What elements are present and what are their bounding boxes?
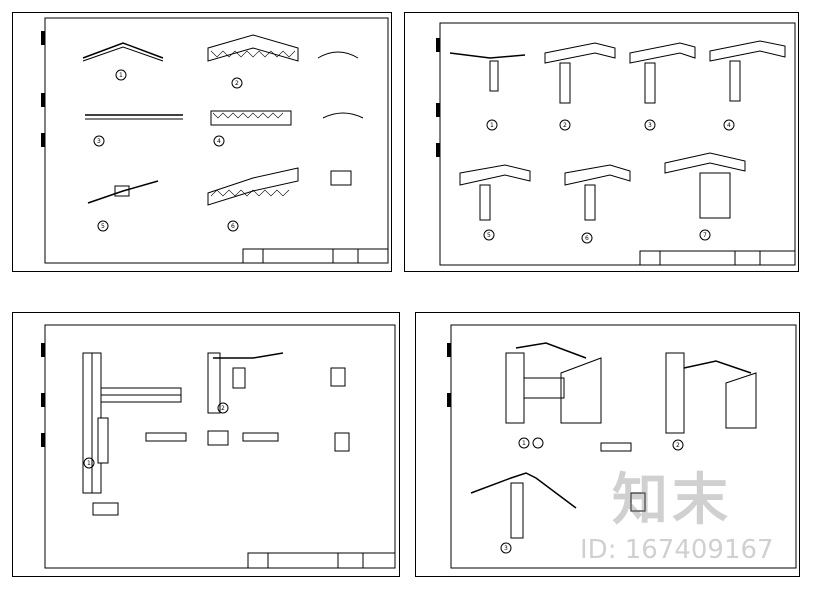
drawing-sheet-4: 1 2 3 [415,312,800,577]
sheet-4-drawing: 1 2 3 [447,324,797,569]
sheet-3-drawing: 1 2 [41,324,396,569]
drawing-sheet-2: 1 2 3 4 5 6 7 [404,12,799,272]
sheet-4-label-3: 3 [504,545,508,552]
sheet-1-label-2: 2 [235,80,239,87]
sheet-3-label-1: 1 [87,460,91,467]
sheet-2-label-1: 1 [490,122,494,129]
sheet-2-label-4: 4 [727,122,731,129]
sheet-2-label-7: 7 [703,232,707,239]
sheet-4-label-1: 1 [522,440,526,447]
sheet-2-label-5: 5 [487,232,491,239]
sheet-1-label-3: 3 [97,138,101,145]
sheet-2-label-3: 3 [648,122,652,129]
sheet-1-label-5: 5 [101,223,105,230]
sheet-1-label-4: 4 [217,138,221,145]
drawing-sheet-3: 1 2 [12,312,400,577]
sheet-1-label-6: 6 [231,223,235,230]
sheet-1-label-1: 1 [119,72,123,79]
sheet-2-label-6: 6 [585,235,589,242]
sheet-1-drawing: 1 2 3 4 5 6 [41,17,389,264]
drawing-sheet-1: 1 2 3 4 5 6 [12,12,392,272]
sheet-3-label-2: 2 [221,405,225,412]
sheet-2-drawing: 1 2 3 4 5 6 7 [436,22,796,266]
sheet-4-label-2: 2 [676,442,680,449]
sheet-2-label-2: 2 [563,122,567,129]
